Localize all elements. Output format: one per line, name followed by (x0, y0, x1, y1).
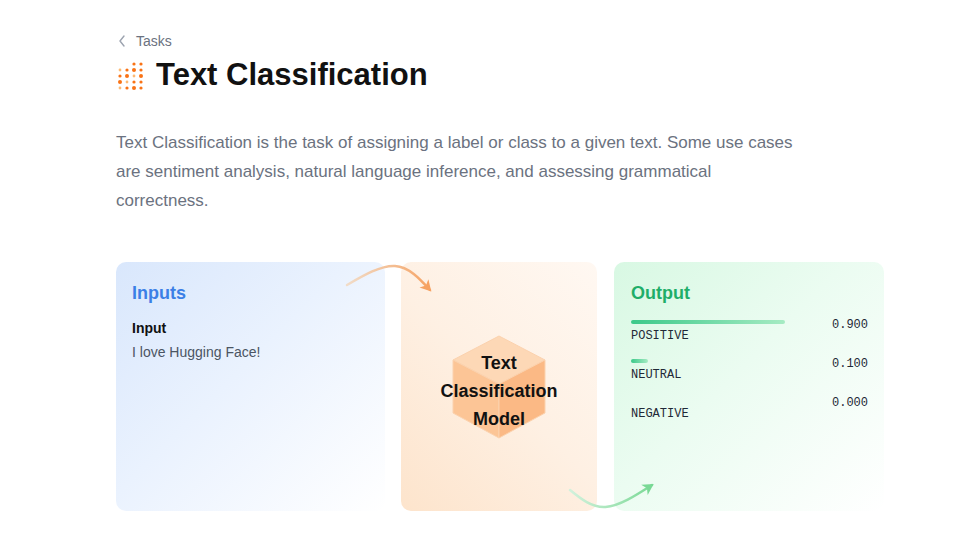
task-description: Text Classification is the task of assig… (116, 128, 806, 215)
panel-heading: Output (631, 281, 690, 305)
output-panel: OutputPOSITIVE 0.900NEUTRAL 0.100NEGATIVE 0… (614, 262, 884, 511)
score-value: 0.100 (832, 356, 868, 372)
score-bar (631, 320, 785, 324)
class-label: POSITIVE (631, 328, 689, 344)
back-chevron (116, 34, 130, 48)
score-value: 0.900 (832, 317, 868, 333)
model-label: Text Classification Model (434, 349, 564, 433)
class-label: NEGATIVE (631, 406, 689, 422)
panel-heading: Inputs (132, 281, 186, 305)
breadcrumb-link: Tasks (136, 32, 172, 50)
score-value: 0.000 (832, 395, 868, 411)
input-text: I love Hugging Face! (132, 342, 260, 362)
page-title: Text Classification (156, 57, 428, 93)
class-label: NEUTRAL (631, 367, 681, 383)
input-panel: InputsInput I love Hugging Face! (116, 262, 385, 511)
icon-dots-light (119, 69, 136, 90)
icon-dots (118, 62, 143, 90)
field-label: Input (132, 318, 166, 338)
task-icon (116, 61, 146, 91)
score-bar (631, 359, 648, 363)
model-panel: Text Classification Model (401, 262, 597, 511)
chevron-path (120, 36, 124, 46)
